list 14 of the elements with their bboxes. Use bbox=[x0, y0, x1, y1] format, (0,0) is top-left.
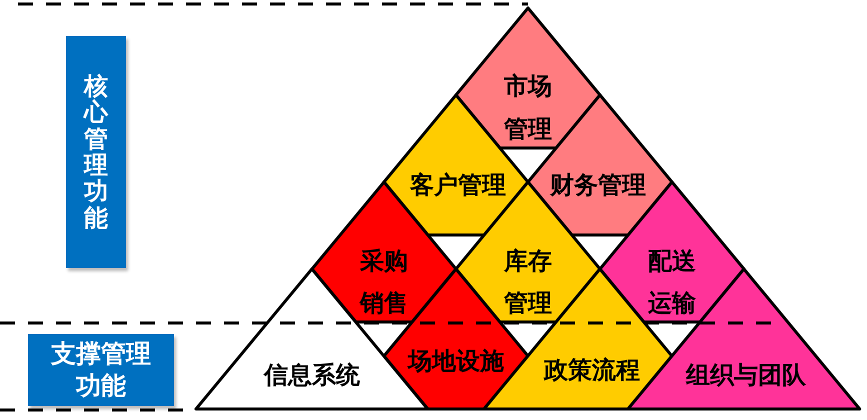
category-label: 支撑管理功能 bbox=[50, 338, 152, 402]
segment-label: 组织与团队 bbox=[686, 362, 806, 390]
segment-label: 采购销售 bbox=[358, 246, 409, 319]
category-panel bbox=[66, 36, 126, 268]
segment-label: 财务管理 bbox=[550, 172, 646, 200]
category-panel bbox=[28, 334, 174, 406]
segment-label: 政策流程 bbox=[544, 357, 640, 385]
segment-label: 市场管理 bbox=[502, 70, 553, 145]
category-label: 核心管理功能 bbox=[82, 72, 110, 232]
segment-label: 客户管理 bbox=[410, 172, 506, 200]
segment-label: 配送运输 bbox=[647, 246, 697, 319]
segment-label: 信息系统 bbox=[264, 362, 360, 390]
segment-label: 场地设施 bbox=[408, 348, 504, 376]
segment-label: 库存管理 bbox=[502, 246, 553, 319]
